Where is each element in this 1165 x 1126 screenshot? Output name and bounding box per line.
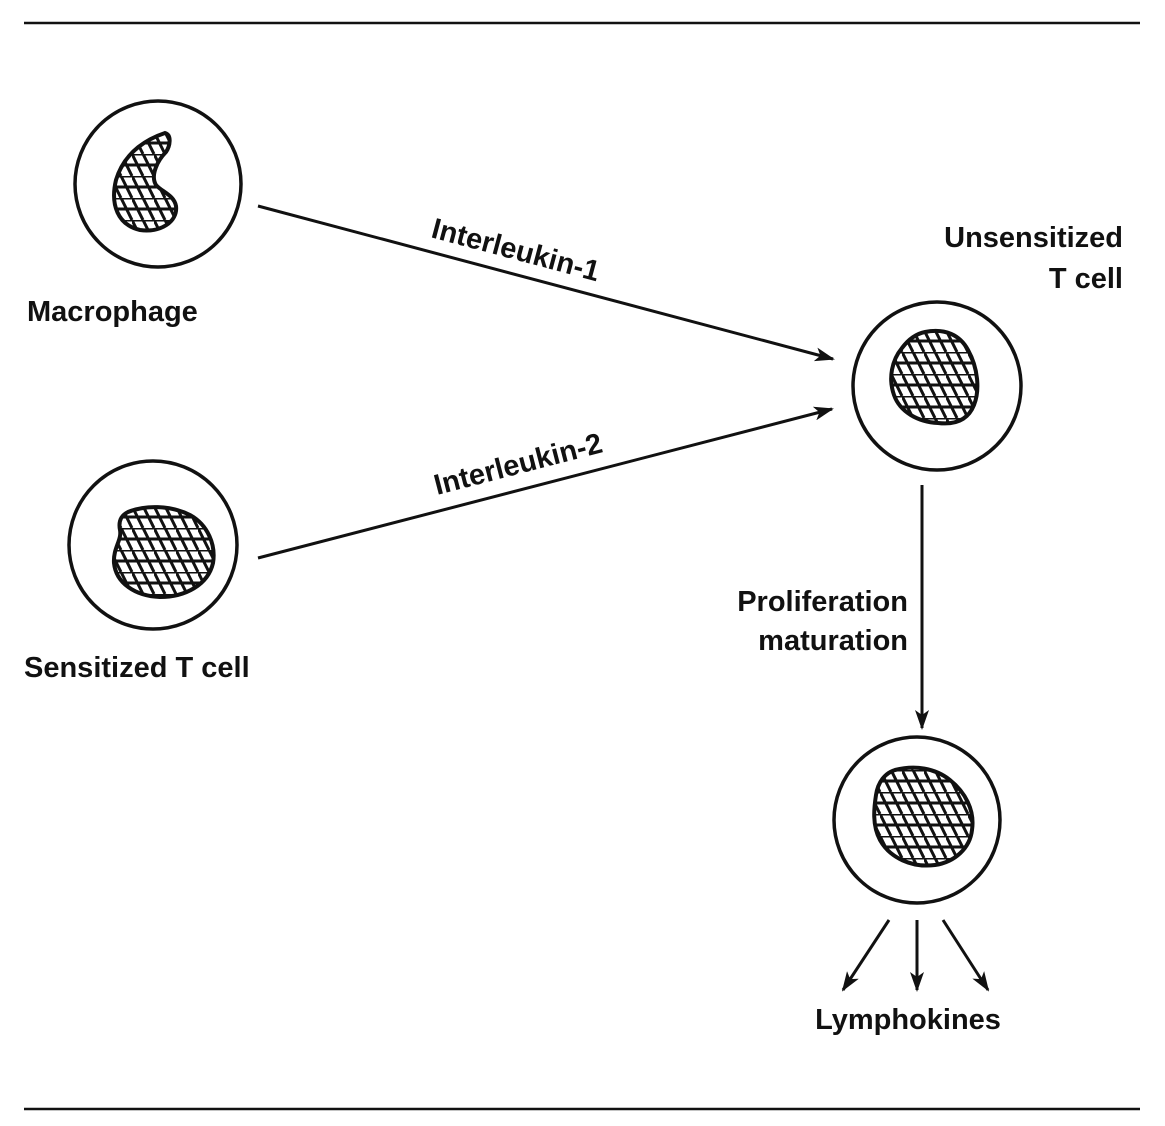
unsensitized-label-line2: T cell <box>1049 263 1123 295</box>
interleukin-2-arrow <box>257 406 834 560</box>
lymphokine-arrow-right <box>941 919 990 992</box>
unsensitized-nucleus <box>889 329 980 426</box>
macrophage-membrane <box>73 99 243 269</box>
unsensitized-t-cell <box>851 300 1023 472</box>
macrophage-label: Macrophage <box>27 296 198 328</box>
sensitized-nucleus <box>111 505 216 600</box>
sensitized-t-cell <box>67 459 239 631</box>
sensitized-membrane <box>67 459 239 631</box>
macrophage-nucleus <box>112 130 179 233</box>
sensitized-label: Sensitized T cell <box>24 652 250 684</box>
proliferation-label-line1: Proliferation <box>737 586 908 618</box>
interleukin-1-label: Interleukin-1 <box>428 213 603 288</box>
lymphokine-arrow-left <box>841 919 891 992</box>
lymphokines-label: Lymphokines <box>815 1004 1001 1036</box>
mature-nucleus <box>872 765 975 868</box>
mature-membrane <box>832 735 1002 905</box>
unsensitized-membrane <box>851 300 1023 472</box>
mature-t-cell <box>832 735 1002 905</box>
interleukin-1-arrow <box>257 204 835 362</box>
macrophage-cell <box>73 99 243 269</box>
proliferation-label-line2: maturation <box>758 625 908 657</box>
unsensitized-label-line1: Unsensitized <box>944 222 1123 254</box>
